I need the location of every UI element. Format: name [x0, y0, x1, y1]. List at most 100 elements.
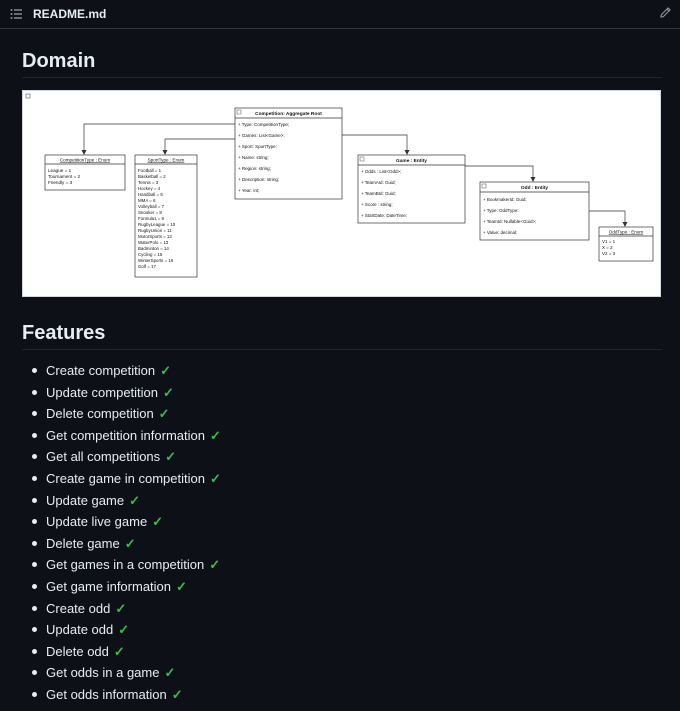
competition-field: + Type: CompetitionType; — [238, 122, 289, 127]
feature-label: Delete game — [46, 535, 120, 551]
feature-item: Create competition ✓ — [22, 362, 221, 384]
feature-label: Get competition information — [46, 427, 205, 443]
game-entity-box: Game : Entity + Odds : List<Odd>; + Team… — [357, 154, 466, 224]
file-header: README.md — [0, 0, 680, 29]
check-mark-icon: ✓ — [176, 578, 187, 594]
feature-item: Create game in competition✓ — [22, 470, 221, 492]
competition-type-box: CompetitionType : Enum League = 1 Tourna… — [44, 154, 126, 191]
feature-label: Get games in a competition — [46, 557, 205, 573]
sport-type-line: Formula1 = 9 — [138, 216, 165, 221]
feature-item: Delete game✓ — [22, 535, 221, 557]
features-heading: Features — [22, 322, 662, 350]
feature-item: Get odds in a game✓ — [22, 664, 221, 686]
sport-type-line: MMA = 6 — [138, 198, 156, 203]
sport-type-line: Handball = 5 — [138, 192, 163, 197]
feature-item: Create odd✓ — [22, 600, 221, 622]
competition-aggregate-box: Competition: Aggregate Root + Type: Comp… — [234, 107, 343, 200]
odd-field: + Type: OddType; — [483, 208, 519, 213]
game-field: + TeamAId: Guid; — [361, 180, 396, 185]
features-list: Create competition✓Update competition✓De… — [22, 362, 221, 708]
competition-field: + Games: List<Game>; — [238, 133, 285, 138]
check-mark-icon: ✓ — [209, 557, 221, 573]
competition-field: + Region: string; — [238, 166, 271, 171]
feature-item: Update game✓ — [22, 492, 221, 514]
check-mark-icon: ✓ — [163, 384, 174, 400]
game-field: + Odds : List<Odd>; — [361, 169, 401, 174]
sport-type-line: Snooker = 8 — [138, 210, 162, 215]
sport-type-box: SportType : Enum Football = 1 Basketball… — [134, 154, 198, 278]
competition-type-title: CompetitionType : Enum — [60, 158, 110, 163]
sport-type-line: RugbyUnion = 11 — [138, 228, 172, 233]
domain-diagram: CompetitionType : Enum League = 1 Tourna… — [22, 90, 661, 297]
feature-label: Update live game — [46, 514, 148, 530]
feature-item: Get all competitions✓ — [22, 448, 221, 470]
odd-field: + BookmakerId: Guid; — [483, 197, 527, 202]
feature-item: Delete competition✓ — [22, 405, 221, 427]
sport-type-line: WaterPolo = 13 — [138, 240, 169, 245]
odd-type-title: OddType : Enum — [609, 230, 644, 235]
feature-item: Get game information✓ — [22, 578, 221, 600]
check-mark-icon: ✓ — [113, 643, 125, 659]
feature-item: Update live game✓ — [22, 513, 221, 535]
competition-field: + Year: int; — [238, 188, 259, 193]
sport-type-line: Tennis = 3 — [138, 180, 159, 185]
feature-item: Get odds information✓ — [22, 686, 221, 708]
competition-type-line: Friendly = 3 — [48, 180, 73, 185]
competition-type-line: Tournament = 2 — [48, 174, 80, 179]
check-mark-icon: ✓ — [165, 449, 177, 465]
feature-label: Create competition — [46, 363, 156, 378]
sport-type-title: SportType : Enum — [148, 158, 185, 163]
odd-field: + TeamId: Nullable<Guid>; — [483, 219, 536, 224]
check-mark-icon: ✓ — [152, 514, 164, 530]
odd-entity-box: Odd : Entity + BookmakerId: Guid; + Type… — [479, 181, 590, 241]
competition-aggregate-title: Competition: Aggregate Root — [255, 111, 322, 117]
game-field: + TeamBId: Guid; — [361, 191, 396, 196]
odd-type-line: V1 = 1 — [602, 239, 616, 244]
odd-type-line: X = 2 — [602, 245, 613, 250]
diagram-corner-icon — [25, 93, 31, 99]
feature-label: Update competition — [46, 384, 159, 400]
check-mark-icon: ✓ — [118, 622, 130, 638]
sport-type-line: MotorSports = 12 — [138, 234, 172, 239]
feature-item: Update odd✓ — [22, 621, 221, 643]
file-name: README.md — [33, 7, 107, 21]
odd-field: + Value: decimal; — [483, 230, 517, 235]
feature-item: Get games in a competition✓ — [22, 556, 221, 578]
feature-label: Create game in competition — [46, 470, 205, 486]
feature-item: Get competition information✓ — [22, 427, 221, 449]
feature-item: Update competition✓ — [22, 384, 221, 406]
competition-field: + Description: string; — [238, 177, 279, 182]
domain-heading: Domain — [22, 50, 662, 78]
sport-type-line: WinterSports = 16 — [138, 258, 174, 263]
game-entity-title: Game : Entity — [396, 158, 427, 164]
check-mark-icon: ✓ — [164, 665, 176, 681]
check-mark-icon: ✓ — [209, 470, 221, 486]
feature-label: Create odd — [46, 600, 111, 616]
sport-type-line: Basketball = 2 — [138, 174, 166, 179]
feature-label: Get game information — [46, 578, 172, 594]
competition-field: + Sport: SportType; — [238, 144, 277, 149]
check-mark-icon: ✓ — [158, 406, 170, 422]
competition-type-line: League = 1 — [48, 168, 72, 173]
pencil-edit-icon[interactable] — [659, 6, 672, 19]
diagram-arrowheads — [81, 150, 628, 227]
check-mark-icon: ✓ — [160, 363, 172, 378]
check-mark-icon: ✓ — [209, 427, 221, 443]
diagram-connectors — [83, 123, 626, 225]
sport-type-line: Hockey = 4 — [138, 186, 161, 191]
feature-label: Update odd — [46, 622, 114, 638]
feature-label: Get odds information — [46, 686, 167, 702]
check-mark-icon: ✓ — [129, 492, 140, 508]
sport-type-line: Badminton = 14 — [138, 246, 169, 251]
game-field: + Score : string; — [361, 202, 393, 207]
check-mark-icon: ✓ — [171, 686, 183, 702]
list-menu-icon[interactable] — [10, 8, 22, 20]
odd-type-box: OddType : Enum V1 = 1 X = 2 V2 = 3 — [598, 226, 654, 262]
check-mark-icon: ✓ — [115, 600, 127, 616]
feature-item: Delete odd✓ — [22, 643, 221, 665]
feature-label: Delete odd — [46, 643, 109, 659]
competition-field: + Name: string; — [238, 155, 269, 160]
sport-type-line: Golf = 17 — [138, 264, 156, 269]
feature-label: Delete competition — [46, 406, 154, 422]
odd-entity-title: Odd : Entity — [521, 185, 549, 191]
